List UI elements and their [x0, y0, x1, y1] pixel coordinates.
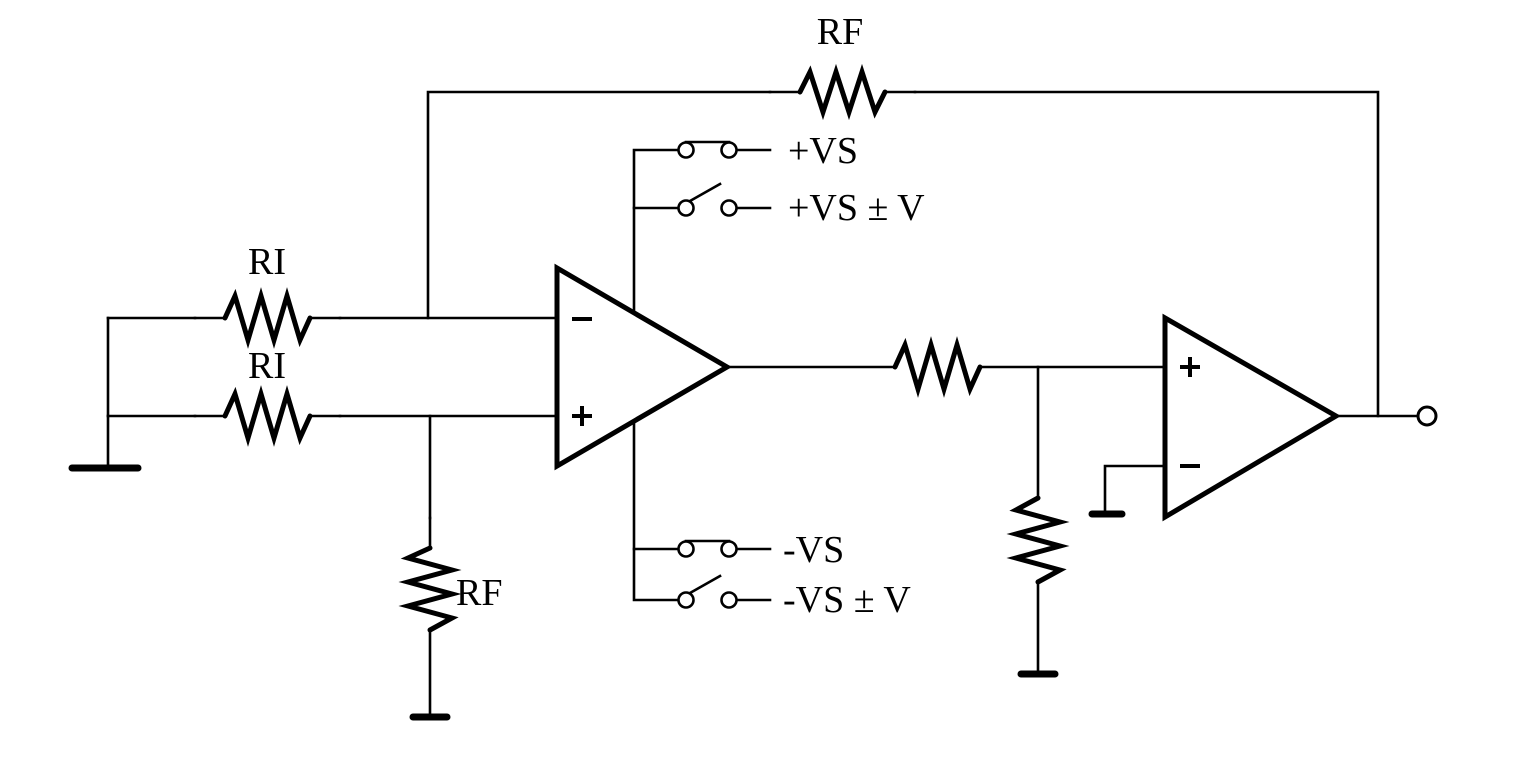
op-amp-2: [1162, 313, 1341, 522]
op-amp-2-inverting-ground-wire: [1103, 464, 1167, 516]
label-ri-bottom: RI: [248, 345, 286, 387]
resistor-ri-bottom: [193, 385, 342, 447]
switch-vs-neg: [677, 539, 772, 558]
input-rail-wire: [106, 316, 197, 470]
switch-vs-pos: [677, 140, 772, 159]
label-vs-pos: +VS: [788, 130, 858, 172]
resistor-rf-bottom: [398, 414, 462, 717]
resistor-ri-top: [193, 287, 342, 349]
label-vs-neg-var: -VS ± V: [783, 579, 911, 621]
resistor-rf-top: [768, 63, 917, 121]
output-terminal[interactable]: [1416, 405, 1438, 427]
feedback-loop-wire: [426, 90, 1380, 418]
label-vs-pos-var: +VS ± V: [788, 187, 925, 229]
label-rf-top: RF: [817, 11, 863, 53]
switch-vs-pos-var: [677, 182, 772, 217]
resistor-middle: [725, 336, 1167, 398]
label-ri-top: RI: [248, 241, 286, 283]
negative-supply-wires: [632, 422, 682, 602]
op-amp-1-input-wires: [338, 316, 559, 418]
positive-supply-wires: [632, 148, 682, 312]
label-vs-neg: -VS: [783, 529, 844, 571]
switch-vs-neg-var: [677, 574, 772, 609]
label-rf-bottom: RF: [456, 572, 502, 614]
resistor-shunt: [1006, 365, 1070, 674]
op-amp-1: [554, 263, 732, 471]
